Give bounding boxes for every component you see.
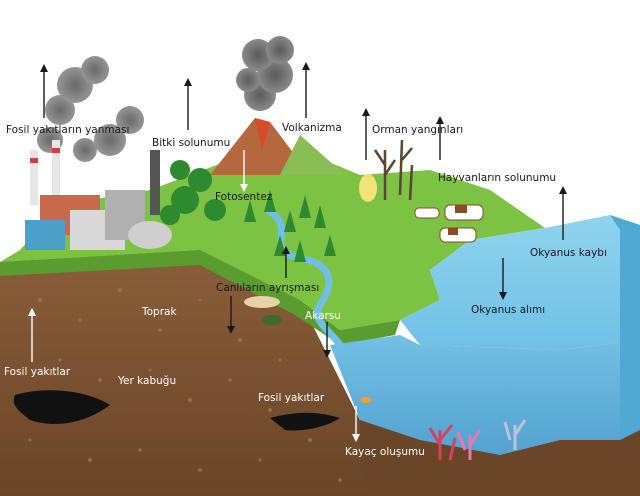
factory-smoke xyxy=(37,56,144,162)
forest xyxy=(160,160,336,262)
volcano-smoke xyxy=(236,36,294,111)
turtle xyxy=(262,315,282,325)
arrow-fossil-fuels-left xyxy=(28,308,36,362)
label-decomposition: Canlıların ayrışması xyxy=(216,282,319,294)
burnt-forest xyxy=(373,139,414,201)
label-plant-respiration: Bitki solunumu xyxy=(152,137,230,149)
ocean-surface xyxy=(400,215,640,350)
soil-block xyxy=(0,250,420,496)
label-photosynthesis: Fotosentez xyxy=(215,191,273,203)
label-ocean-loss: Okyanus kaybı xyxy=(530,247,607,259)
arrow-volcanism xyxy=(302,62,310,118)
arrow-forest-fires xyxy=(362,108,370,160)
corals xyxy=(428,419,527,461)
factory xyxy=(25,140,172,250)
fish xyxy=(360,397,372,403)
fire xyxy=(359,174,377,202)
arrow-soil xyxy=(227,296,235,334)
volcano xyxy=(210,118,345,175)
label-forest-fires: Orman yangınları xyxy=(372,124,463,136)
arrow-ocean-loss xyxy=(559,186,567,240)
fossil-deposit-left xyxy=(13,390,111,425)
label-animal-respiration: Hayvanların solunumu xyxy=(438,172,556,184)
arrow-ocean-uptake xyxy=(499,258,507,300)
decomposing-animal xyxy=(244,296,280,308)
label-rock-formation: Kayaç oluşumu xyxy=(345,446,425,458)
arrow-plant-respiration xyxy=(184,78,192,130)
arrow-photosynthesis xyxy=(240,150,248,192)
label-fossil-fuels-bottom: Fosil yakıtlar xyxy=(258,392,325,404)
label-soil: Toprak xyxy=(141,306,177,318)
arrow-stream xyxy=(323,322,331,358)
ocean-side xyxy=(610,215,640,475)
arrow-animal-respiration xyxy=(436,116,444,160)
land-edge xyxy=(0,250,400,345)
label-fossil-fuels-left: Fosil yakıtlar xyxy=(4,366,71,378)
arrow-fossil-burning xyxy=(40,64,48,118)
fossil-deposit-bottom xyxy=(270,412,340,431)
label-ocean-uptake: Okyanus alımı xyxy=(471,304,545,316)
arrow-rock-formation xyxy=(352,406,360,442)
label-earth-crust: Yer kabuğu xyxy=(117,375,176,387)
arrow-decomposition xyxy=(282,246,290,278)
cows xyxy=(414,204,484,243)
soil-texture xyxy=(18,288,342,482)
sea-floor xyxy=(360,420,640,496)
label-fossil-burning: Fosil yakıtların yanması xyxy=(6,124,129,136)
label-volcanism: Volkanizma xyxy=(282,122,342,134)
river xyxy=(264,206,344,349)
label-stream: Akarsu xyxy=(305,310,341,322)
